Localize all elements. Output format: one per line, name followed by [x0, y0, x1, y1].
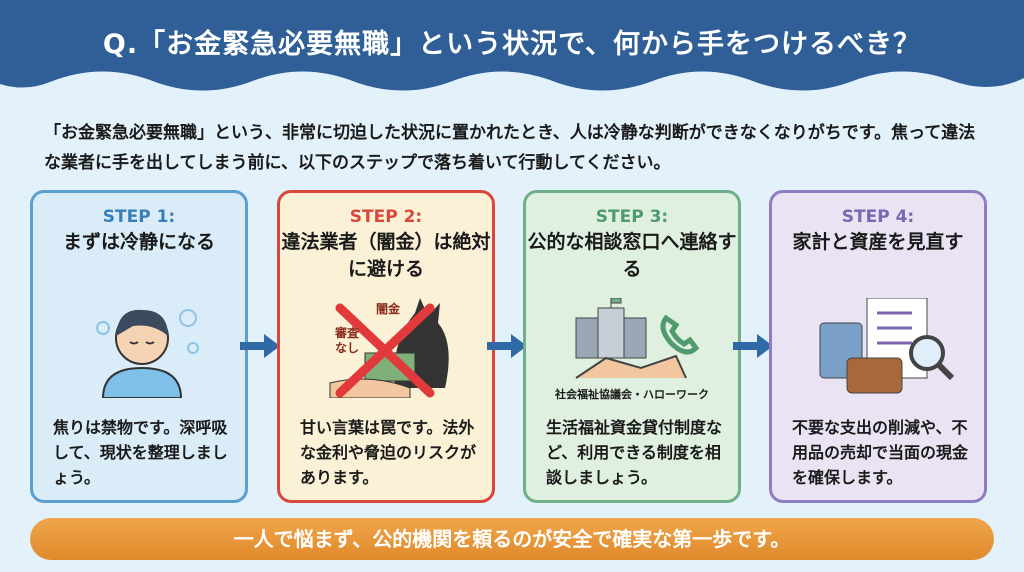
step-label: STEP 2:	[349, 207, 423, 227]
arrow-right-icon	[487, 334, 527, 358]
illustration-label: 審査なし	[334, 326, 359, 355]
office-handshake-illustration: 社会福祉協議会・ハローワーク	[526, 297, 738, 401]
step-label: STEP 1:	[102, 207, 176, 227]
step-body: 不要な支出の削減や、不用品の売却で当面の現金を確保します。	[792, 418, 969, 487]
step-card-4: STEP 4: 家計と資産を見直す 不要な支出の削減や、不用品の売却で当面の現金…	[769, 190, 987, 503]
step-body: 焦りは禁物です。深呼吸して、現状を整理しましょう。	[53, 418, 228, 487]
step-body: 生活福祉資金貸付制度など、利用できる制度を相談しましょう。	[546, 418, 723, 487]
loan-shark-illustration: 闇金 審査なし	[280, 298, 492, 399]
illustration-label: 闇金	[376, 302, 401, 316]
page-title: Q.「お金緊急必要無職」という状況で、何から手をつけるべき？	[102, 29, 922, 60]
step-card-2: STEP 2: 違法業者（闇金）は絶対に避ける 闇金 審査なし 甘い言葉は罠です…	[277, 190, 495, 503]
header-banner: Q.「お金緊急必要無職」という状況で、何から手をつけるべき？	[0, 0, 1024, 100]
budget-review-illustration	[772, 297, 984, 398]
calm-person-illustration	[33, 298, 245, 399]
step-card-1: STEP 1: まずは冷静になる 焦りは禁物です。深呼吸して、現状を整理しましょ…	[30, 190, 248, 503]
footer-banner: 一人で悩まず、公的機関を頼るのが安全で確実な第一歩です。	[30, 518, 994, 560]
step-heading: 家計と資産を見直す	[792, 231, 964, 253]
step-heading: まずは冷静になる	[62, 231, 215, 253]
step-heading: 公的な相談窓口へ連絡する	[527, 231, 737, 280]
illustration-caption: 社会福祉協議会・ハローワーク	[555, 388, 709, 401]
arrow-right-icon	[733, 334, 773, 358]
arrow-right-icon	[240, 334, 280, 358]
step-body: 甘い言葉は罠です。法外な金利や脅迫のリスクがあります。	[300, 418, 477, 487]
intro-text: 「お金緊急必要無職」という、非常に切迫した状況に置かれたとき、人は冷静な判断がで…	[44, 123, 976, 173]
step-card-3: STEP 3: 公的な相談窓口へ連絡する 社会福祉協議会・ハローワーク 生活福祉…	[523, 190, 741, 503]
step-heading: 違法業者（闇金）は絶対に避ける	[281, 231, 491, 280]
step-label: STEP 4:	[841, 207, 915, 227]
step-label: STEP 3:	[595, 207, 669, 227]
